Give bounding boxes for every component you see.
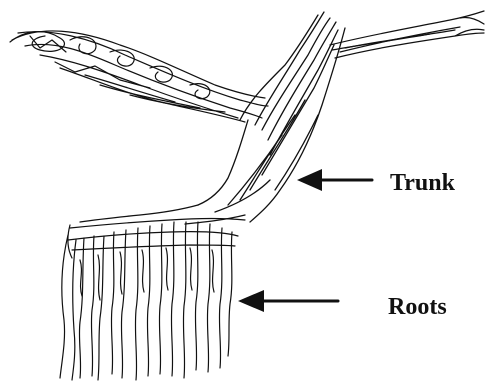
roots — [60, 219, 245, 381]
trunk — [80, 12, 345, 224]
roots-label: Roots — [388, 295, 447, 319]
trunk-label: Trunk — [390, 171, 455, 195]
left-branch — [10, 31, 268, 122]
roots-arrow — [238, 290, 338, 312]
trunk-arrow — [297, 169, 372, 191]
right-branch — [330, 11, 484, 58]
